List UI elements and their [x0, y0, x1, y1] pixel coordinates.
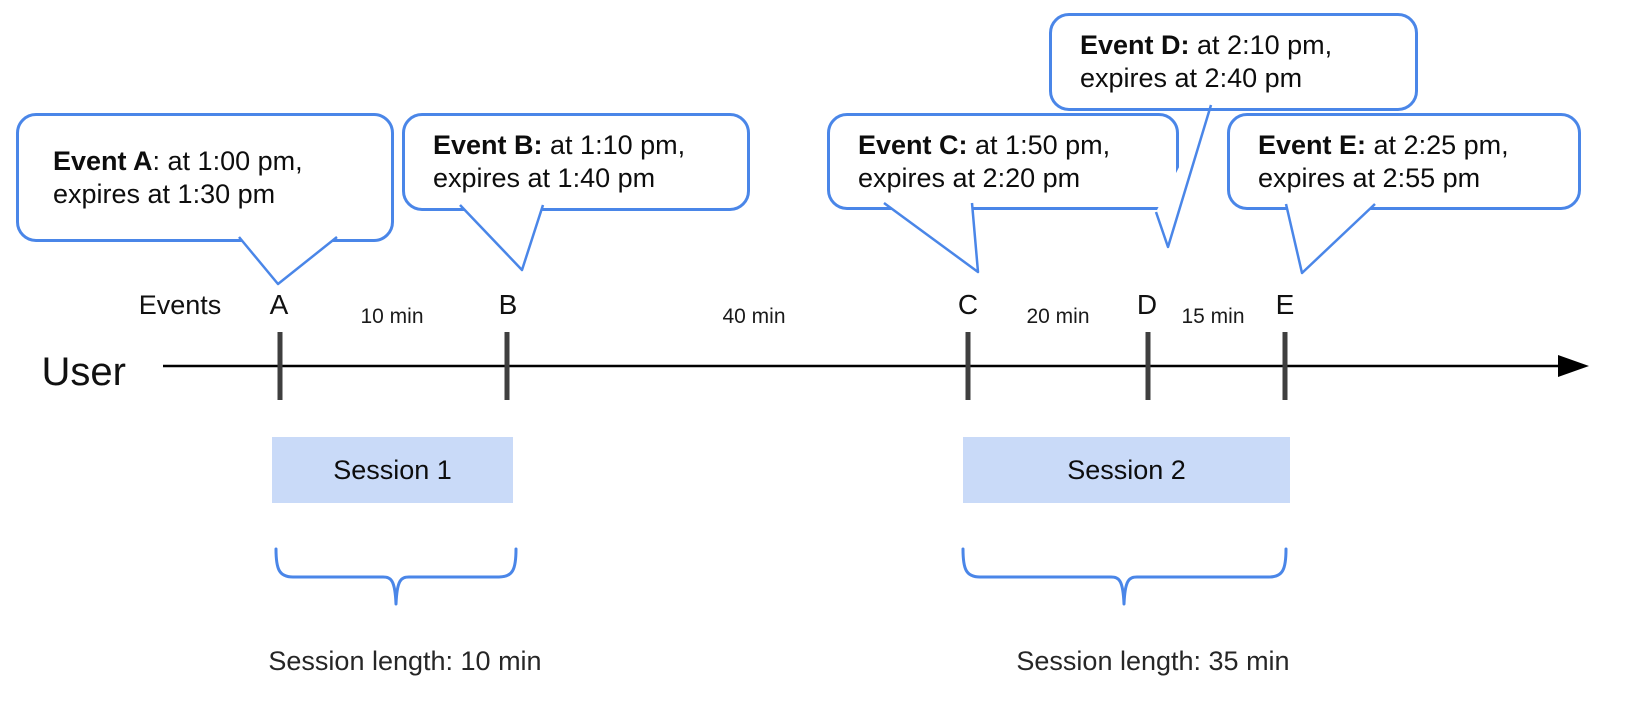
event-c-callout-tail [883, 201, 980, 274]
callout-expiry: expires at 2:55 pm [1258, 162, 1481, 193]
event-b-callout-tail [459, 204, 545, 272]
callout-start-time: at 1:50 pm, [967, 129, 1111, 160]
callout-start-time: : at 1:00 pm, [152, 145, 303, 176]
event-c-label: C [957, 289, 979, 320]
callout-expiry: expires at 1:40 pm [433, 163, 656, 193]
session-2-length-label: Session length: 35 min [1016, 646, 1290, 676]
callout-start-time: at 1:10 pm, [542, 130, 686, 160]
callout-line1: Event E: at 2:25 pm, [1258, 129, 1578, 162]
event-a-label: A [269, 289, 289, 320]
events-row-label: Events [138, 290, 222, 320]
event-e-callout: Event E: at 2:25 pm, expires at 2:55 pm [1227, 113, 1581, 210]
event-d-label: D [1136, 289, 1158, 320]
gap-d-e-duration: 15 min [1181, 305, 1245, 328]
session-2-brace [961, 547, 1288, 606]
callout-event-name: Event B: [433, 130, 543, 160]
session-2-label: Session 2 [1067, 454, 1186, 485]
event-d-callout: Event D: at 2:10 pm, expires at 2:40 pm [1049, 13, 1418, 111]
callout-event-name: Event E: [1258, 129, 1367, 160]
gap-c-d-duration: 20 min [1026, 305, 1090, 328]
callout-expiry: expires at 2:20 pm [858, 162, 1081, 193]
callout-line1: Event A: at 1:00 pm, [53, 145, 391, 178]
event-b-label: B [498, 289, 518, 320]
gap-b-c-duration: 40 min [722, 305, 786, 328]
session-1-box: Session 1 [272, 437, 513, 503]
callout-line1: Event D: at 2:10 pm, [1080, 29, 1415, 62]
callout-line1: Event C: at 1:50 pm, [858, 129, 1176, 162]
session-1-label: Session 1 [333, 454, 452, 485]
session-1-brace [274, 547, 518, 606]
callout-event-name: Event C: [858, 129, 968, 160]
gap-a-b-duration: 10 min [360, 305, 424, 328]
event-a-callout: Event A: at 1:00 pm, expires at 1:30 pm [16, 113, 394, 242]
callout-expiry: expires at 1:30 pm [53, 178, 276, 209]
callout-event-name: Event A [53, 145, 153, 176]
event-a-callout-tail [238, 236, 338, 286]
callout-event-name: Event D: [1080, 30, 1190, 60]
event-e-callout-tail [1284, 203, 1376, 275]
callout-expiry: expires at 2:40 pm [1080, 63, 1303, 93]
session-1-length-label: Session length: 10 min [268, 646, 542, 676]
session-2-box: Session 2 [963, 437, 1290, 503]
event-b-callout: Event B: at 1:10 pm, expires at 1:40 pm [402, 113, 750, 211]
user-row-label: User [41, 350, 126, 394]
event-e-label: E [1275, 289, 1295, 320]
event-c-callout: Event C: at 1:50 pm, expires at 2:20 pm [827, 113, 1179, 210]
callout-line1: Event B: at 1:10 pm, [433, 129, 747, 162]
callout-start-time: at 2:25 pm, [1366, 129, 1509, 160]
callout-start-time: at 2:10 pm, [1189, 30, 1333, 60]
timeline-arrowhead-icon [1558, 355, 1589, 377]
